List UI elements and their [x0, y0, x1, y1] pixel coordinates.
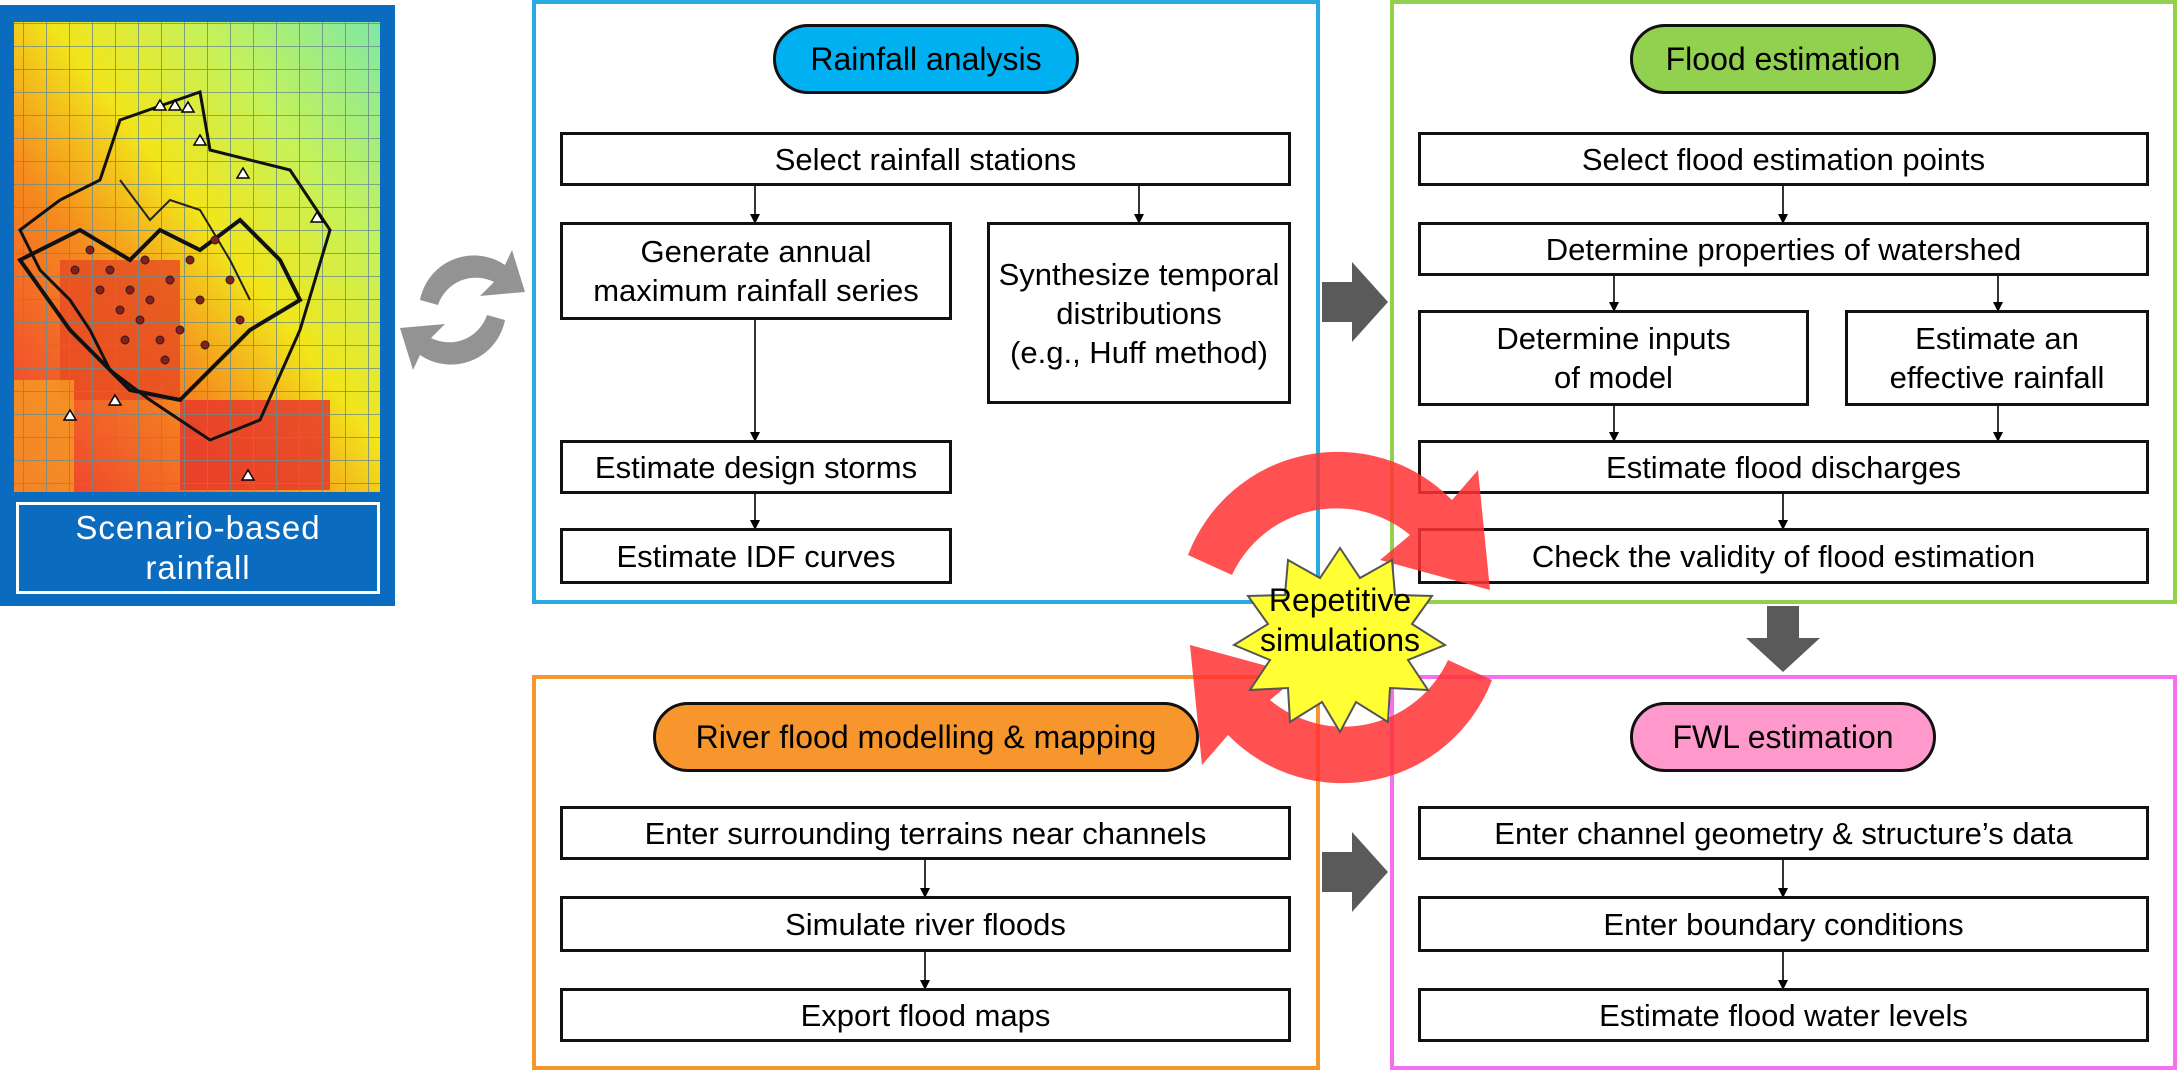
step-effective-rainfall: Estimate an effective rainfall	[1845, 310, 2149, 406]
scenario-label: Scenario-based rainfall	[16, 502, 380, 594]
step-estimate-idf-curves: Estimate IDF curves	[560, 528, 952, 584]
step-simulate-river-floods: Simulate river floods	[560, 896, 1291, 952]
step-synthesize-distributions: Synthesize temporal distributions (e.g.,…	[987, 222, 1291, 404]
arrow-right-icon	[1322, 832, 1388, 912]
step-estimate-water-levels: Estimate flood water levels	[1418, 988, 2149, 1042]
arrow-down-icon	[1746, 606, 1820, 672]
step-select-flood-points: Select flood estimation points	[1418, 132, 2149, 186]
repetitive-simulations-label: Repetitive simulations	[1259, 582, 1421, 658]
step-generate-annual-series: Generate annual maximum rainfall series	[560, 222, 952, 320]
flood-estimation-panel	[1390, 0, 2177, 604]
rainfall-analysis-title: Rainfall analysis	[773, 24, 1079, 94]
step-enter-channel-geometry: Enter channel geometry & structure’s dat…	[1418, 806, 2149, 860]
flood-estimation-title: Flood estimation	[1630, 24, 1936, 94]
step-enter-terrains: Enter surrounding terrains near channels	[560, 806, 1291, 860]
step-enter-boundary-conditions: Enter boundary conditions	[1418, 896, 2149, 952]
step-estimate-design-storms: Estimate design storms	[560, 440, 952, 494]
step-select-rainfall-stations: Select rainfall stations	[560, 132, 1291, 186]
step-determine-model-inputs: Determine inputs of model	[1418, 310, 1809, 406]
fwl-estimation-title: FWL estimation	[1630, 702, 1936, 772]
arrow-right-icon	[1322, 262, 1388, 342]
step-estimate-flood-discharges: Estimate flood discharges	[1418, 440, 2149, 494]
step-export-flood-maps: Export flood maps	[560, 988, 1291, 1042]
step-check-validity: Check the validity of flood estimation	[1418, 528, 2149, 584]
step-determine-watershed: Determine properties of watershed	[1418, 222, 2149, 276]
river-flood-title: River flood modelling & mapping	[653, 702, 1199, 772]
